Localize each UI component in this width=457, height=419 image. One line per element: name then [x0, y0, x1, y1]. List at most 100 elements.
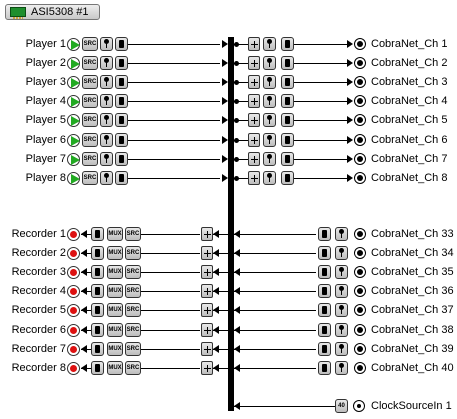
src-button[interactable]: SRC [125, 303, 141, 318]
cobranet-icon[interactable] [354, 228, 366, 240]
level-button[interactable] [115, 94, 128, 109]
cobranet-icon[interactable] [354, 304, 366, 317]
level-button[interactable] [115, 56, 128, 71]
level-button[interactable] [91, 227, 104, 241]
cobranet-icon[interactable] [354, 95, 366, 108]
key-button[interactable] [100, 151, 113, 166]
play-icon[interactable] [67, 114, 80, 128]
key-button[interactable] [263, 151, 276, 166]
record-icon[interactable] [67, 266, 80, 280]
mix-icon[interactable] [248, 75, 260, 90]
mux-button[interactable]: MUX [107, 322, 123, 337]
src-button[interactable]: SRC [82, 37, 98, 51]
level-button[interactable] [281, 94, 294, 109]
key-button[interactable] [100, 132, 113, 147]
mux-button[interactable]: MUX [107, 360, 123, 375]
level-button[interactable] [318, 265, 331, 280]
key-button[interactable] [335, 265, 348, 280]
level-button[interactable] [318, 360, 331, 375]
record-icon[interactable] [67, 304, 80, 318]
mix-icon[interactable] [248, 56, 260, 71]
level-button[interactable] [281, 37, 294, 51]
level-button[interactable] [318, 322, 331, 337]
level-button[interactable] [115, 151, 128, 166]
key-button[interactable] [100, 75, 113, 90]
level-button[interactable] [281, 56, 294, 71]
mix-icon[interactable] [201, 360, 213, 375]
mix-icon[interactable] [201, 227, 213, 241]
mix-icon[interactable] [248, 37, 260, 51]
cobranet-icon[interactable] [354, 38, 366, 50]
level-button[interactable] [91, 303, 104, 318]
record-icon[interactable] [67, 247, 80, 261]
key-button[interactable] [335, 341, 348, 356]
mix-icon[interactable] [201, 246, 213, 261]
src-button[interactable]: SRC [82, 75, 98, 90]
cobranet-icon[interactable] [354, 323, 366, 336]
play-icon[interactable] [67, 152, 80, 166]
play-icon[interactable] [67, 38, 80, 51]
level-button[interactable] [281, 132, 294, 147]
mix-icon[interactable] [201, 341, 213, 356]
level-button[interactable] [281, 151, 294, 166]
src-button[interactable]: SRC [125, 265, 141, 280]
level-button[interactable] [318, 341, 331, 356]
key-button[interactable] [100, 94, 113, 109]
src-button[interactable]: SRC [82, 132, 98, 147]
key-button[interactable] [263, 37, 276, 51]
level-button[interactable] [318, 227, 331, 241]
key-button[interactable] [335, 246, 348, 261]
level-button[interactable] [115, 132, 128, 147]
mux-button[interactable]: MUX [107, 246, 123, 261]
record-icon[interactable] [67, 228, 80, 241]
mix-icon[interactable] [201, 284, 213, 299]
mux-button[interactable]: MUX [107, 284, 123, 299]
record-icon[interactable] [67, 323, 80, 337]
level-button[interactable] [318, 303, 331, 318]
cobranet-icon[interactable] [354, 285, 366, 298]
adapter-title-tab[interactable]: ASI5308 #1 [5, 4, 100, 20]
key-button[interactable] [335, 227, 348, 241]
cobranet-icon[interactable] [354, 152, 366, 165]
key-button[interactable] [263, 94, 276, 109]
play-icon[interactable] [67, 57, 80, 71]
level-button[interactable] [91, 246, 104, 261]
play-icon[interactable] [67, 133, 80, 147]
src-button[interactable]: SRC [125, 360, 141, 375]
cobranet-icon[interactable] [354, 57, 366, 70]
mix-icon[interactable] [248, 170, 260, 185]
play-icon[interactable] [67, 95, 80, 109]
play-icon[interactable] [67, 171, 80, 185]
src-button[interactable]: SRC [82, 151, 98, 166]
key-button[interactable] [263, 132, 276, 147]
src-button[interactable]: SRC [125, 227, 141, 241]
key-button[interactable] [263, 56, 276, 71]
cobranet-icon[interactable] [354, 266, 366, 279]
key-button[interactable] [335, 360, 348, 375]
level-button[interactable] [281, 170, 294, 185]
mux-button[interactable]: MUX [107, 341, 123, 356]
cobranet-icon[interactable] [354, 133, 366, 146]
cobranet-icon[interactable] [354, 171, 366, 184]
key-button[interactable] [100, 113, 113, 128]
level-button[interactable] [115, 37, 128, 51]
cobranet-icon[interactable] [354, 361, 366, 374]
level-button[interactable] [281, 113, 294, 128]
clock-source-icon[interactable] [353, 400, 365, 412]
key-button[interactable] [263, 113, 276, 128]
mix-icon[interactable] [201, 303, 213, 318]
record-icon[interactable] [67, 342, 80, 356]
key-button[interactable] [263, 75, 276, 90]
clock-source-badge[interactable]: 40 [335, 399, 348, 413]
level-button[interactable] [91, 284, 104, 299]
key-button[interactable] [263, 170, 276, 185]
mix-icon[interactable] [248, 113, 260, 128]
key-button[interactable] [335, 284, 348, 299]
cobranet-icon[interactable] [354, 247, 366, 260]
level-button[interactable] [318, 284, 331, 299]
mix-icon[interactable] [201, 265, 213, 280]
key-button[interactable] [100, 170, 113, 185]
level-button[interactable] [91, 360, 104, 375]
mux-button[interactable]: MUX [107, 303, 123, 318]
src-button[interactable]: SRC [82, 94, 98, 109]
